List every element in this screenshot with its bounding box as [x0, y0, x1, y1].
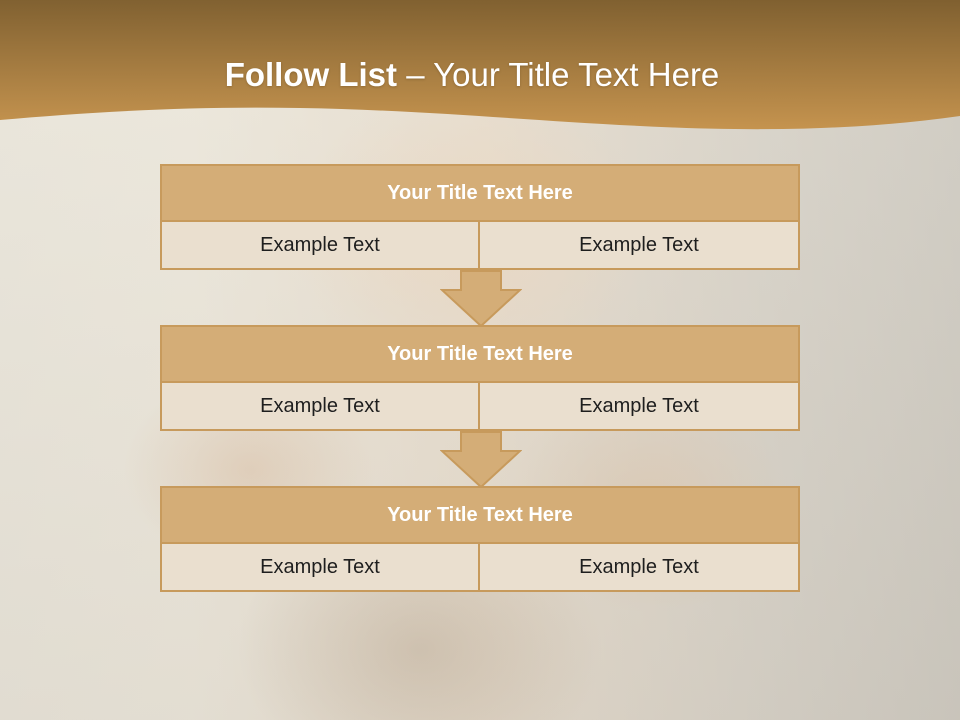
- step-title: Your Title Text Here: [160, 164, 800, 222]
- slide-title-main: Follow List: [224, 56, 398, 93]
- step-cell-left: Example Text: [160, 222, 480, 270]
- title-banner: [0, 0, 960, 130]
- down-arrow-icon: [440, 431, 522, 489]
- step-cell-right: Example Text: [480, 383, 800, 431]
- step-row: Example Text Example Text: [160, 222, 800, 270]
- step-cell-right: Example Text: [480, 222, 800, 270]
- step-block-3: Your Title Text Here Example Text Exampl…: [160, 486, 800, 592]
- step-block-2: Your Title Text Here Example Text Exampl…: [160, 325, 800, 431]
- step-row: Example Text Example Text: [160, 383, 800, 431]
- step-cell-right: Example Text: [480, 544, 800, 592]
- slide-title-subtitle: – Your Title Text Here: [397, 56, 720, 93]
- slide-title: Follow List – Your Title Text Here: [0, 52, 944, 98]
- step-row: Example Text Example Text: [160, 544, 800, 592]
- step-title: Your Title Text Here: [160, 486, 800, 544]
- down-arrow-icon: [440, 270, 522, 328]
- step-cell-left: Example Text: [160, 383, 480, 431]
- step-title: Your Title Text Here: [160, 325, 800, 383]
- step-cell-left: Example Text: [160, 544, 480, 592]
- step-block-1: Your Title Text Here Example Text Exampl…: [160, 164, 800, 270]
